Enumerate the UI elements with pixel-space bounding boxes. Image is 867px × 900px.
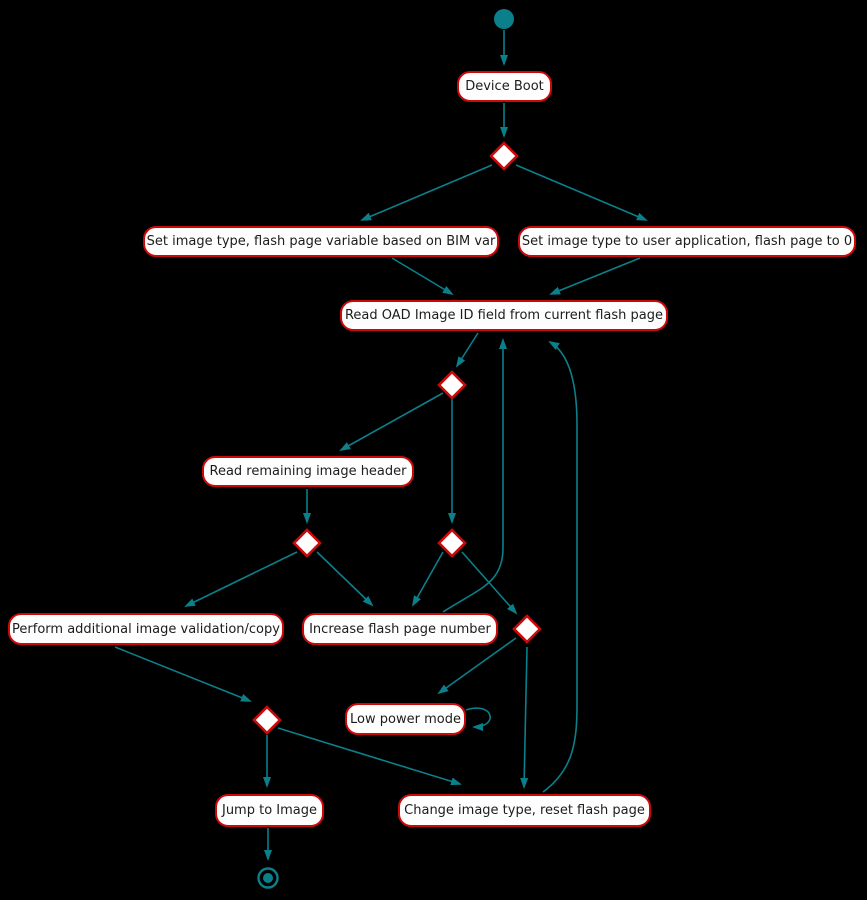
decision2-diamond	[437, 370, 467, 400]
edge-decision4-to-low-power	[437, 637, 517, 695]
activity-read-oad-id: Read OAD Image ID field from current fla…	[340, 300, 668, 331]
edge-decision3a-to-increase-page	[316, 551, 374, 607]
decision4-diamond	[512, 614, 542, 644]
edge-change-image-type-to-read-oad-loop	[542, 340, 578, 793]
activity-perform-validation: Perform additional image validation/copy	[8, 613, 284, 645]
edge-increase-page-to-read-oad-loop	[442, 338, 507, 613]
edge-decision3a-to-perform-validation	[184, 551, 298, 607]
activity-set-bim-var-label: Set image type, flash page variable base…	[146, 234, 496, 249]
decision3b-diamond	[437, 528, 467, 558]
activity-change-image-type-label: Change image type, reset flash page	[404, 803, 645, 818]
edge-decision2-to-read-header	[339, 392, 444, 451]
edge-decision1-to-set-bim-var	[360, 164, 493, 221]
edge-decision5-to-change-image-type	[277, 727, 462, 786]
end-node-dot	[263, 873, 273, 883]
start-node	[494, 9, 514, 29]
activity-set-user-app: Set image type to user application, flas…	[518, 226, 856, 257]
activity-read-header: Read remaining image header	[202, 456, 414, 487]
activity-jump-to-image-label: Jump to Image	[221, 803, 318, 818]
activity-set-bim-var: Set image type, flash page variable base…	[143, 226, 499, 257]
edge-perform-validation-to-decision5	[114, 646, 252, 702]
activity-read-header-label: Read remaining image header	[209, 464, 407, 479]
activity-read-oad-id-label: Read OAD Image ID field from current fla…	[344, 308, 664, 323]
activity-perform-validation-label: Perform additional image validation/copy	[12, 621, 280, 637]
decision5-diamond	[252, 705, 282, 735]
edge-set-bim-var-to-read-oad	[391, 257, 454, 296]
activity-device-boot: Device Boot	[457, 71, 552, 102]
edge-low-power-self-loop	[465, 707, 491, 731]
edge-read-oad-to-decision2	[455, 332, 479, 368]
activity-device-boot-label: Device Boot	[465, 79, 544, 94]
activity-set-user-app-label: Set image type to user application, flas…	[521, 234, 853, 249]
edge-decision3b-to-increase-page	[412, 551, 444, 607]
activity-increase-page-label: Increase flash page number	[309, 621, 491, 637]
end-node-ring	[257, 867, 279, 889]
edge-decision1-to-set-user-app	[515, 164, 648, 221]
activity-low-power-label: Low power mode	[350, 711, 461, 727]
edge-decision4-to-change-image-type	[520, 646, 529, 789]
edge-set-user-app-to-read-oad	[549, 257, 641, 295]
activity-low-power: Low power mode	[345, 703, 466, 735]
activity-increase-page: Increase flash page number	[302, 613, 498, 645]
decision3a-diamond	[292, 528, 322, 558]
decision1-diamond	[489, 141, 519, 171]
activity-change-image-type: Change image type, reset flash page	[398, 794, 651, 827]
activity-jump-to-image: Jump to Image	[215, 794, 324, 827]
